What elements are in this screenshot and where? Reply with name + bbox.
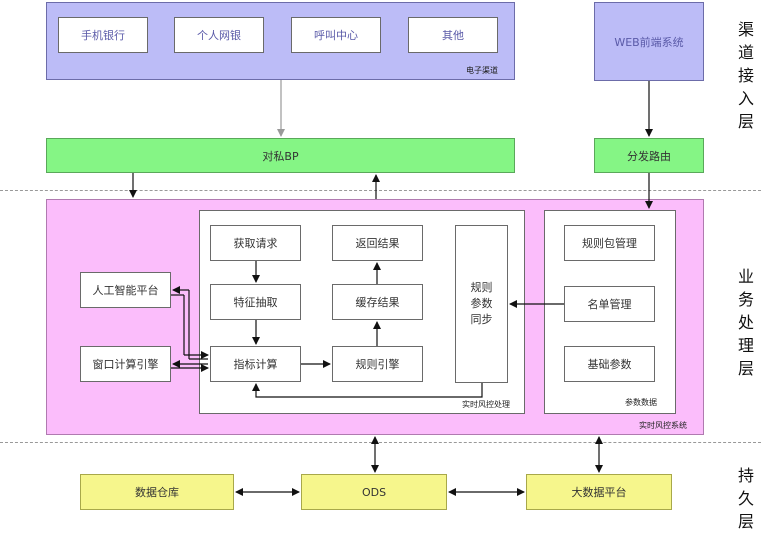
routing-box: 分发路由 <box>594 138 704 173</box>
electronic-channel-label: 电子渠道 <box>466 66 498 75</box>
call-center-box: 呼叫中心 <box>291 17 381 53</box>
rule-param-sync-line-3: 同步 <box>470 313 493 326</box>
rule-param-sync-line-2: 参数 <box>470 297 493 310</box>
rule-engine-box: 规则引擎 <box>332 346 423 382</box>
other-channel-box: 其他 <box>408 17 498 53</box>
rule-package-mgmt-box: 规则包管理 <box>564 225 655 261</box>
layer-label-persist: 持 久 层 <box>735 464 757 533</box>
return-result-box: 返回结果 <box>332 225 423 261</box>
ods-box: ODS <box>301 474 447 510</box>
data-warehouse-box: 数据仓库 <box>80 474 234 510</box>
personal-ebank-box: 个人网银 <box>174 17 264 53</box>
realtime-processing-label: 实时风控处理 <box>462 400 510 409</box>
ai-platform-box: 人工智能平台 <box>80 272 171 308</box>
layer-separator-bottom <box>0 442 761 443</box>
layer-char: 接 <box>737 66 754 85</box>
layer-separator-top <box>0 190 761 191</box>
layer-char: 业 <box>737 267 754 286</box>
layer-char: 入 <box>737 89 754 108</box>
base-params-box: 基础参数 <box>564 346 655 382</box>
layer-char: 理 <box>737 336 754 355</box>
bigdata-platform-box: 大数据平台 <box>526 474 672 510</box>
layer-char: 层 <box>737 359 754 378</box>
layer-label-business: 业 务 处 理 层 <box>735 265 757 380</box>
layer-char: 持 <box>737 466 754 485</box>
layer-char: 久 <box>737 489 754 508</box>
cache-result-box: 缓存结果 <box>332 284 423 320</box>
feature-extract-box: 特征抽取 <box>210 284 301 320</box>
layer-char: 渠 <box>737 20 754 39</box>
mobile-banking-box: 手机银行 <box>58 17 148 53</box>
private-bp-box: 对私BP <box>46 138 515 173</box>
arrow-sync-to-indicator <box>252 383 483 398</box>
indicator-calc-box: 指标计算 <box>210 346 301 382</box>
rule-param-sync-line-1: 规则 <box>470 281 493 294</box>
layer-char: 处 <box>737 313 754 332</box>
rule-param-sync-box: 规则 参数 同步 <box>455 225 508 383</box>
layer-char: 层 <box>737 112 754 131</box>
param-data-label: 参数数据 <box>625 398 657 407</box>
get-request-box: 获取请求 <box>210 225 301 261</box>
layer-label-channel: 渠 道 接 入 层 <box>735 18 757 133</box>
layer-char: 务 <box>737 290 754 309</box>
web-frontend-box: WEB前端系统 <box>594 2 704 81</box>
window-calc-engine-box: 窗口计算引擎 <box>80 346 171 382</box>
layer-char: 道 <box>737 43 754 62</box>
layer-char: 层 <box>737 512 754 531</box>
list-mgmt-box: 名单管理 <box>564 286 655 322</box>
realtime-risk-system-label: 实时风控系统 <box>639 421 687 430</box>
